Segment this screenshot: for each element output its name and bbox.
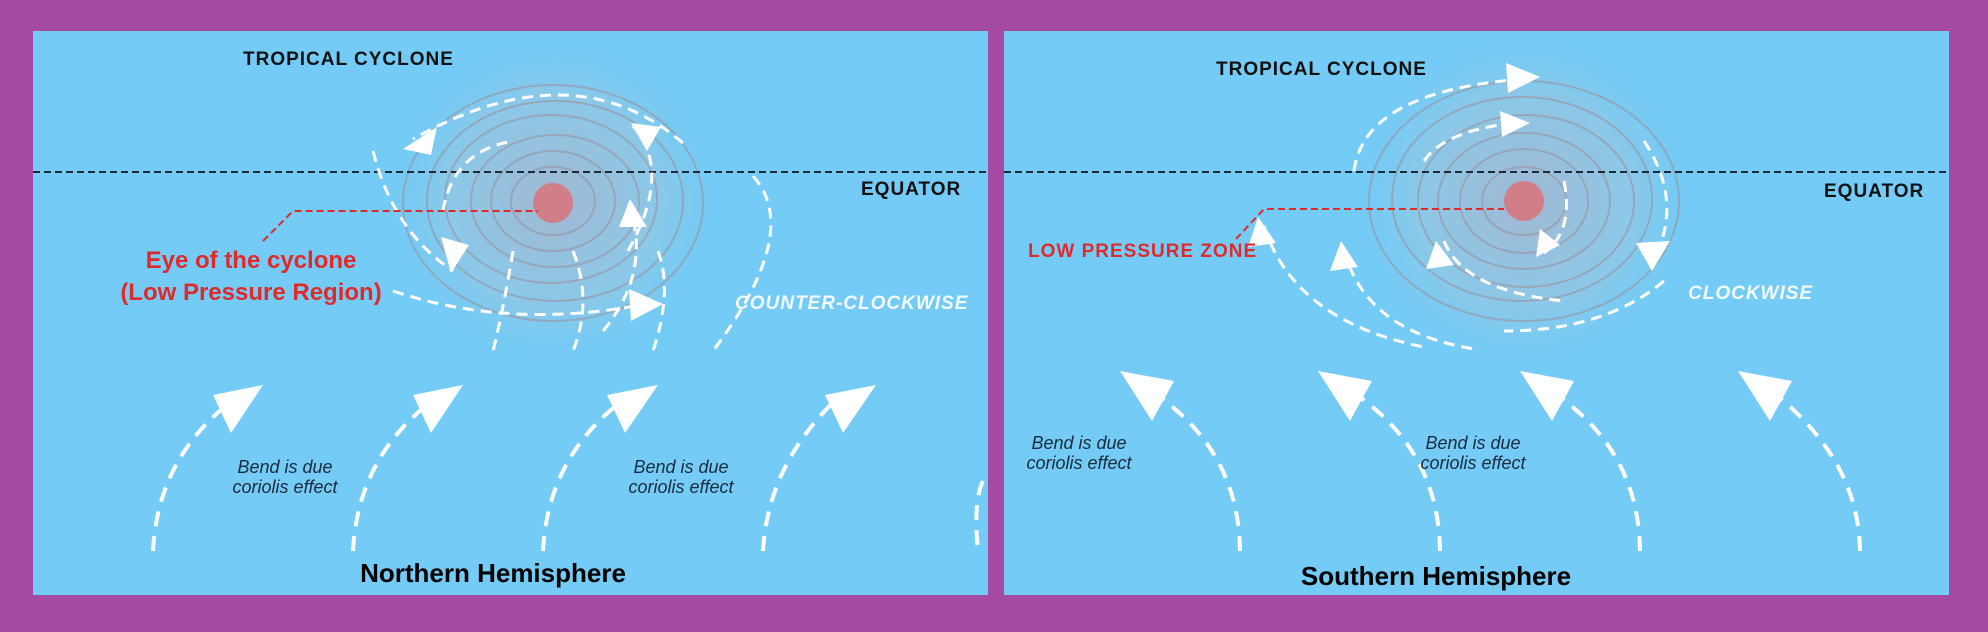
rotation-label: CLOCKWISE (1688, 283, 1814, 304)
equator-label: EQUATOR (861, 179, 962, 200)
coriolis-arrows (1152, 391, 1862, 552)
swirl-arrows (371, 93, 773, 352)
bend-note-line1: Bend is due (1425, 433, 1521, 453)
bend-note-2: Bend is due coriolis effect (1398, 433, 1548, 473)
southern-hemisphere-panel: TROPICAL CYCLONE EQUATOR LOW PRESSURE ZO… (1004, 31, 1949, 595)
equator-label: EQUATOR (1824, 181, 1925, 202)
low-pressure-label: LOW PRESSURE ZONE (1028, 241, 1258, 262)
bend-note-1: Bend is due coriolis effect (1004, 433, 1154, 473)
coriolis-arrowheads (1120, 371, 1792, 421)
eye-label-line1: Eye of the cyclone (145, 247, 357, 274)
cyclone-swirl (1344, 31, 1704, 381)
cyclone-label: TROPICAL CYCLONE (243, 49, 454, 70)
bend-note-line2: coriolis effect (628, 477, 734, 497)
bend-note-2: Bend is due coriolis effect (611, 457, 751, 497)
southern-diagram (1004, 31, 1949, 552)
cyclone-swirl (378, 31, 728, 376)
bend-note-line1: Bend is due (633, 457, 729, 477)
swirl-arrowheads (403, 123, 663, 321)
bend-note-line2: coriolis effect (1026, 453, 1132, 473)
northern-hemisphere-panel: TROPICAL CYCLONE EQUATOR Eye of the cycl… (33, 31, 988, 595)
eye-label-line2: (Low Pressure Region) (120, 279, 382, 306)
hemisphere-caption: Southern Hemisphere (1300, 561, 1572, 591)
bend-note-line2: coriolis effect (1420, 453, 1526, 473)
northern-diagram (33, 31, 988, 552)
swirl-arrowheads (1248, 63, 1670, 271)
rotation-label: COUNTER-CLOCKWISE (735, 293, 969, 314)
coriolis-arrows (151, 391, 985, 552)
coriolis-arrowheads (213, 385, 876, 433)
cyclone-eye (1504, 181, 1544, 221)
bend-note-line2: coriolis effect (232, 477, 338, 497)
cyclone-label: TROPICAL CYCLONE (1216, 59, 1427, 80)
bend-note-line1: Bend is due (1031, 433, 1127, 453)
bend-note-1: Bend is due coriolis effect (215, 457, 355, 497)
bend-note-line1: Bend is due (237, 457, 333, 477)
eye-pointer-line (262, 210, 538, 242)
pressure-pointer-line (1235, 208, 1504, 240)
hemisphere-caption: Northern Hemisphere (360, 558, 626, 588)
cyclone-eye (533, 183, 573, 223)
